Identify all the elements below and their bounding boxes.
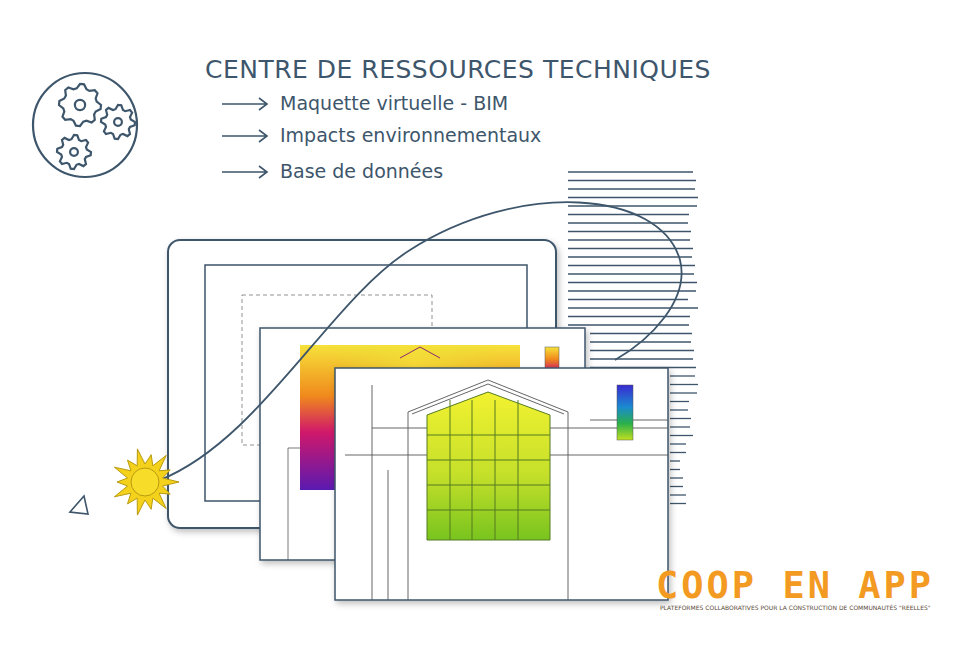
list-arrows [222,98,267,178]
heading: CENTRE DE RESSOURCES TECHNIQUES [205,55,711,84]
list-item: Base de données [280,160,443,182]
thermal-image-front [335,368,668,600]
logo-text: COOP EN APP [656,564,934,607]
gear-icon [33,73,137,177]
sun-ray [70,202,682,515]
list-item: Impacts environnementaux [280,124,541,146]
logo-subtitle: PLATEFORMES COLLABORATIVES POUR LA CONST… [660,604,931,611]
list-item: Maquette virtuelle - BIM [280,92,508,114]
